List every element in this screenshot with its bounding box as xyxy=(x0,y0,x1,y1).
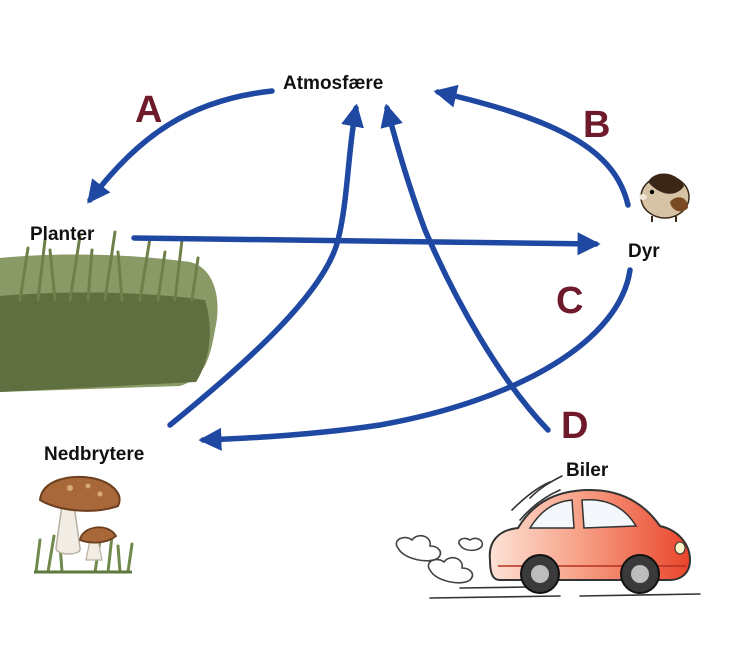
arrow-letter-d: D xyxy=(561,405,588,447)
flow-arrows xyxy=(87,84,633,451)
node-plants-label: Planter xyxy=(30,224,95,245)
node-cars-label: Biler xyxy=(566,460,609,481)
guinea-pig-icon xyxy=(639,173,690,222)
arrow-letter-a: A xyxy=(135,89,162,131)
node-animals-label: Dyr xyxy=(628,241,660,262)
mushroom-icon xyxy=(34,475,134,574)
car-icon xyxy=(395,475,701,599)
node-atmosphere-label: Atmosfære xyxy=(283,73,383,94)
arrow-c-animals-to-decomposers xyxy=(198,267,633,451)
arrow-d-cars-to-atmosphere xyxy=(380,103,551,433)
node-decomposers-label: Nedbrytere xyxy=(44,444,144,465)
arrow-letter-c: C xyxy=(556,280,583,322)
arrow-plants-to-animals xyxy=(131,232,601,256)
arrow-decomposers-to-atmosphere xyxy=(167,103,364,428)
arrow-letter-b: B xyxy=(583,104,610,146)
arrow-a-atmosphere-to-plants xyxy=(87,88,275,204)
grass-icon xyxy=(0,230,218,392)
arrow-b-animals-to-atmosphere xyxy=(433,84,631,208)
